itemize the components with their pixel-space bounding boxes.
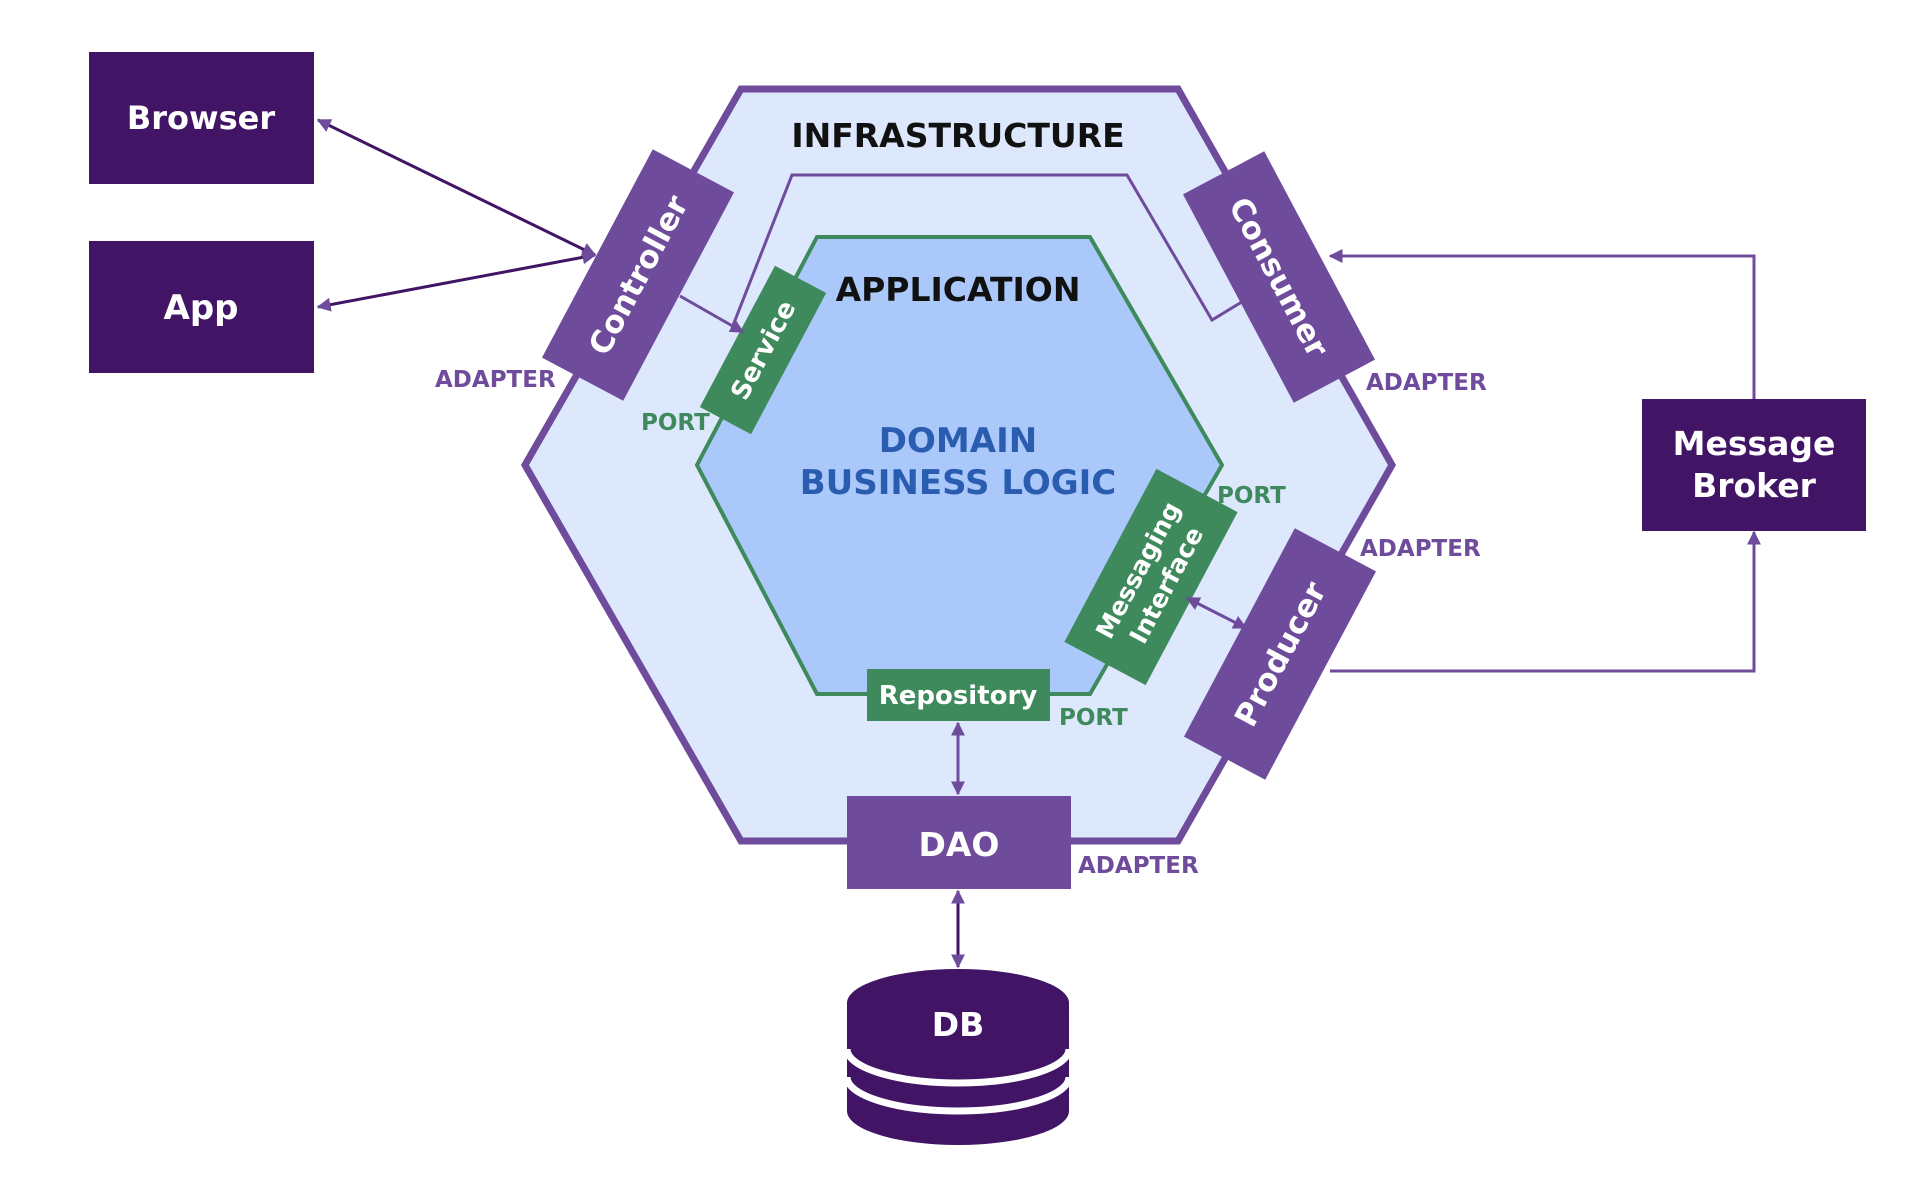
domain-title-line1: DOMAIN: [879, 421, 1037, 461]
consumer-adapter-caption: ADAPTER: [1366, 370, 1487, 396]
controller-adapter-caption: ADAPTER: [435, 367, 556, 393]
producer-broker-arrow: [1330, 530, 1761, 673]
broker-consumer-arrow: [1328, 249, 1756, 399]
message-broker-box: Message Broker: [1642, 399, 1866, 531]
domain-title-line2: BUSINESS LOGIC: [800, 463, 1117, 503]
service-port-caption: PORT: [641, 410, 710, 436]
dao-adapter-caption: ADAPTER: [1078, 853, 1199, 879]
dao-adapter: DAO: [847, 796, 1071, 889]
dao-label: DAO: [919, 825, 1000, 864]
app-controller-arrow: [316, 250, 597, 312]
browser-controller-arrow: [316, 118, 597, 257]
repository-port-caption: PORT: [1059, 705, 1128, 731]
messaging-producer-arrow: [1185, 596, 1248, 630]
message-broker-label-line1: Message: [1673, 424, 1836, 463]
infrastructure-title: INFRASTRUCTURE: [791, 116, 1124, 155]
db-label: DB: [932, 1005, 985, 1044]
application-title: APPLICATION: [836, 270, 1081, 309]
producer-adapter-caption: ADAPTER: [1360, 536, 1481, 562]
database-cylinder: DB: [843, 969, 1073, 1145]
browser-label: Browser: [127, 99, 275, 137]
repository-port: Repository: [867, 669, 1050, 721]
browser-box: Browser: [89, 52, 314, 184]
controller-service-arrow: [679, 294, 745, 334]
messaging-interface-port: Messaging Interface: [1064, 468, 1238, 686]
repository-label: Repository: [879, 681, 1038, 711]
application-boundary-line: [730, 173, 1246, 329]
domain-hexagon: [694, 235, 1225, 696]
message-broker-label-line2: Broker: [1692, 466, 1817, 505]
app-box: App: [89, 241, 314, 373]
messaging-port-caption: PORT: [1217, 483, 1286, 509]
app-label: App: [164, 288, 239, 328]
